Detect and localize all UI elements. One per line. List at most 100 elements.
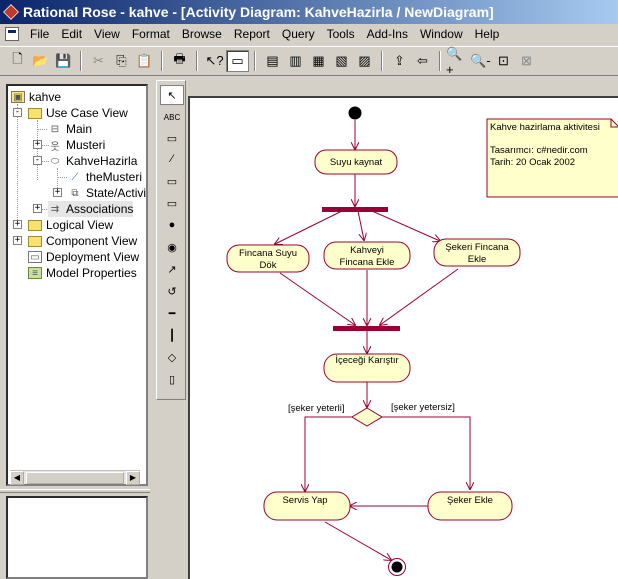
activity-label-servis-yap: Servis Yap: [282, 495, 327, 506]
use-case-diagram-icon: ⊟: [50, 123, 60, 135]
paste-icon[interactable]: 📋: [136, 53, 153, 68]
tree-node-deployment-view[interactable]: ▭ Deployment View: [28, 249, 139, 265]
browse-parent-icon[interactable]: ⇪: [394, 53, 405, 68]
self-transition-tool-icon[interactable]: ↺: [167, 285, 177, 298]
decision-tool-icon[interactable]: ◇: [167, 351, 177, 364]
zoom-in-icon[interactable]: 🔍+: [446, 45, 463, 77]
cut-icon[interactable]: ✂: [93, 53, 104, 68]
model-icon: ▣: [11, 91, 25, 103]
menu-edit[interactable]: Edit: [61, 27, 83, 41]
activity-servis-yap[interactable]: [263, 491, 351, 521]
activity-diagram-canvas[interactable]: Suyu kaynat Fincana Suyu Dök Kahveyi Fin…: [188, 96, 618, 579]
scroll-left-arrow-icon[interactable]: ◀: [10, 471, 24, 485]
browser-tree[interactable]: ▣ kahve - Use Case View ⊟ Main + 웃 Muste…: [6, 84, 148, 486]
context-help-icon[interactable]: ↖?: [205, 53, 224, 68]
tree-node-component-view[interactable]: Component View: [28, 233, 137, 249]
transition-join-3[interactable]: [380, 268, 459, 325]
collapse-use-case-view[interactable]: -: [13, 107, 22, 117]
menu-addins[interactable]: Add-Ins: [366, 27, 408, 41]
browser-horizontal-scrollbar[interactable]: ◀ ▶: [10, 470, 140, 485]
view-doc-icon[interactable]: ▭: [226, 50, 249, 72]
tree-node-state-activity[interactable]: ⧉ State/Activi: [68, 185, 146, 201]
menu-browse[interactable]: Browse: [181, 27, 222, 41]
activity-tool-icon[interactable]: ▭: [166, 197, 178, 210]
activity-seker-ekle[interactable]: [427, 491, 513, 521]
folder-icon: [28, 107, 42, 119]
fit-in-window-icon[interactable]: ⊡: [498, 53, 509, 68]
activity-suyu-kaynat[interactable]: [314, 149, 398, 175]
browse-state-icon[interactable]: ▨: [358, 53, 371, 68]
documentation-pane[interactable]: [6, 496, 148, 579]
note-box[interactable]: [486, 118, 618, 198]
menu-report[interactable]: Report: [233, 27, 270, 41]
save-icon[interactable]: 💾: [55, 53, 72, 68]
state-tool-icon[interactable]: ▭: [166, 175, 178, 188]
swimlane-tool-icon[interactable]: ▯: [168, 373, 176, 386]
transition-fork-3[interactable]: [371, 210, 440, 241]
start-state-tool-icon[interactable]: ●: [168, 219, 176, 231]
tree-node-logical-view[interactable]: Logical View: [28, 217, 113, 233]
menu-view[interactable]: View: [94, 27, 120, 41]
browse-component-icon[interactable]: ▦: [312, 53, 325, 68]
note-tool-icon[interactable]: ▭: [166, 132, 178, 145]
transition-yeterli[interactable]: [305, 416, 352, 491]
horizontal-sync-tool-icon[interactable]: ━: [168, 307, 176, 320]
activity-kahveyi-fincana-ekle[interactable]: [323, 241, 411, 270]
menu-query[interactable]: Query: [281, 27, 315, 41]
tree-node-main[interactable]: ⊟ Main: [48, 121, 92, 137]
expand-logical-view[interactable]: +: [13, 219, 22, 229]
scroll-thumb[interactable]: [26, 472, 124, 484]
tree-node-use-case-view[interactable]: Use Case View: [28, 105, 128, 121]
activity-icecegi-karistir[interactable]: [323, 353, 411, 383]
tree-node-themusteri[interactable]: ⟋ theMusteri: [68, 169, 143, 185]
tree-node-model-properties[interactable]: ≡ Model Properties: [28, 265, 137, 281]
expand-state-activity[interactable]: +: [53, 187, 62, 197]
decision-node[interactable]: [351, 407, 383, 427]
pane-splitter[interactable]: [0, 489, 150, 493]
tree-node-musteri[interactable]: 웃 Musteri: [48, 137, 105, 153]
tree-node-kahve[interactable]: ▣ kahve: [11, 89, 61, 105]
browse-interaction-icon[interactable]: ▥: [289, 53, 302, 68]
browse-previous-icon[interactable]: ⇦: [417, 53, 428, 68]
open-icon[interactable]: 📂: [32, 53, 49, 68]
browse-class-icon[interactable]: ▤: [266, 53, 279, 68]
end-state-tool-icon[interactable]: ◉: [167, 241, 177, 254]
expand-component-view[interactable]: +: [13, 235, 22, 245]
guard-seker-yetersiz: [şeker yetersiz]: [391, 402, 455, 413]
menu-help[interactable]: Help: [474, 27, 500, 41]
start-state[interactable]: [348, 106, 362, 120]
expand-associations[interactable]: +: [33, 203, 42, 213]
transition-to-end[interactable]: [324, 521, 391, 560]
zoom-out-icon[interactable]: 🔍-: [470, 53, 491, 68]
copy-icon[interactable]: ⎘: [116, 53, 127, 68]
fork-bar[interactable]: [322, 207, 388, 212]
menu-window[interactable]: Window: [419, 27, 463, 41]
tree-node-kahvehazirla[interactable]: ⬭ KahveHazirla: [48, 153, 138, 169]
text-box-tool-icon[interactable]: ABC: [163, 112, 181, 122]
transition-join-1[interactable]: [279, 272, 355, 325]
tree-node-associations[interactable]: ⇉ Associations: [48, 201, 134, 217]
transition-tool-icon[interactable]: ↗: [167, 263, 177, 276]
browse-deployment-icon[interactable]: ▧: [335, 53, 348, 68]
menu-format[interactable]: Format: [131, 27, 170, 41]
transition-fork-2[interactable]: [357, 210, 364, 240]
undo-fit-icon[interactable]: ⊠: [521, 53, 532, 68]
new-icon[interactable]: 🗋: [12, 51, 23, 66]
vertical-sync-tool-icon[interactable]: ┃: [168, 329, 176, 342]
selection-tool-icon[interactable]: ↖: [160, 85, 184, 105]
use-case-icon: ⬭: [50, 155, 60, 167]
document-window-icon[interactable]: [5, 27, 19, 41]
state-activity-model-icon: ⧉: [71, 187, 79, 199]
print-icon[interactable]: 🖶: [173, 51, 186, 66]
activity-sekeri-fincana-ekle[interactable]: [433, 238, 521, 267]
collapse-kahvehazirla[interactable]: -: [33, 155, 42, 165]
expand-musteri[interactable]: +: [33, 139, 42, 149]
join-bar[interactable]: [333, 326, 400, 331]
menu-file[interactable]: File: [30, 27, 50, 41]
anchor-note-tool-icon[interactable]: ⁄: [171, 153, 173, 165]
transition-fork-1[interactable]: [275, 210, 343, 244]
menu-tools[interactable]: Tools: [326, 27, 355, 41]
activity-fincana-suyu-dok[interactable]: [226, 244, 310, 273]
transition-yetersiz[interactable]: [382, 416, 470, 489]
scroll-right-arrow-icon[interactable]: ▶: [126, 471, 140, 485]
